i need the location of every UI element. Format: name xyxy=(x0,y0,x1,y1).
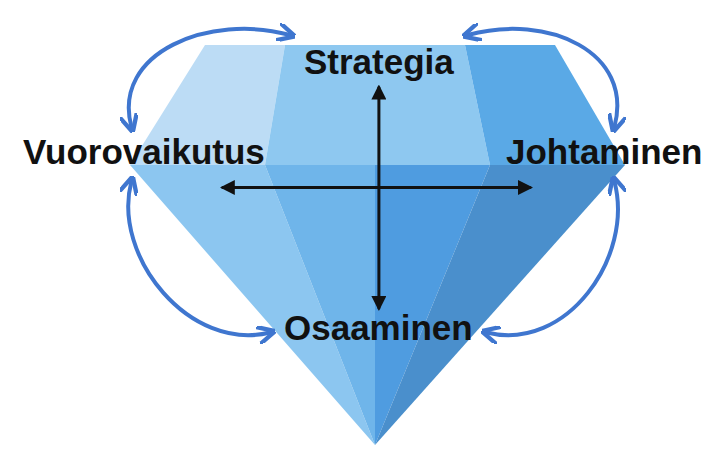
concept-label-box: Strategia xyxy=(300,41,458,84)
cycle-arrow xyxy=(487,182,618,336)
concept-label-box: Johtaminen xyxy=(502,131,706,174)
concept-label: Strategia xyxy=(304,43,454,82)
concept-label: Vuorovaikutus xyxy=(23,133,265,172)
cycle-arrow xyxy=(129,29,290,127)
axis-arrow xyxy=(377,88,380,309)
concept-label-box: Osaaminen xyxy=(280,307,477,350)
axis-arrow xyxy=(223,186,530,189)
cycle-arrow xyxy=(468,29,618,127)
concept-label-box: Vuorovaikutus xyxy=(19,131,269,174)
concept-label: Johtaminen xyxy=(506,133,702,172)
concept-label: Osaaminen xyxy=(284,309,473,348)
diamond-facet xyxy=(130,165,375,445)
cycle-arrow xyxy=(128,182,270,336)
diamond-facet xyxy=(375,165,625,445)
diamond-facet xyxy=(265,165,375,445)
